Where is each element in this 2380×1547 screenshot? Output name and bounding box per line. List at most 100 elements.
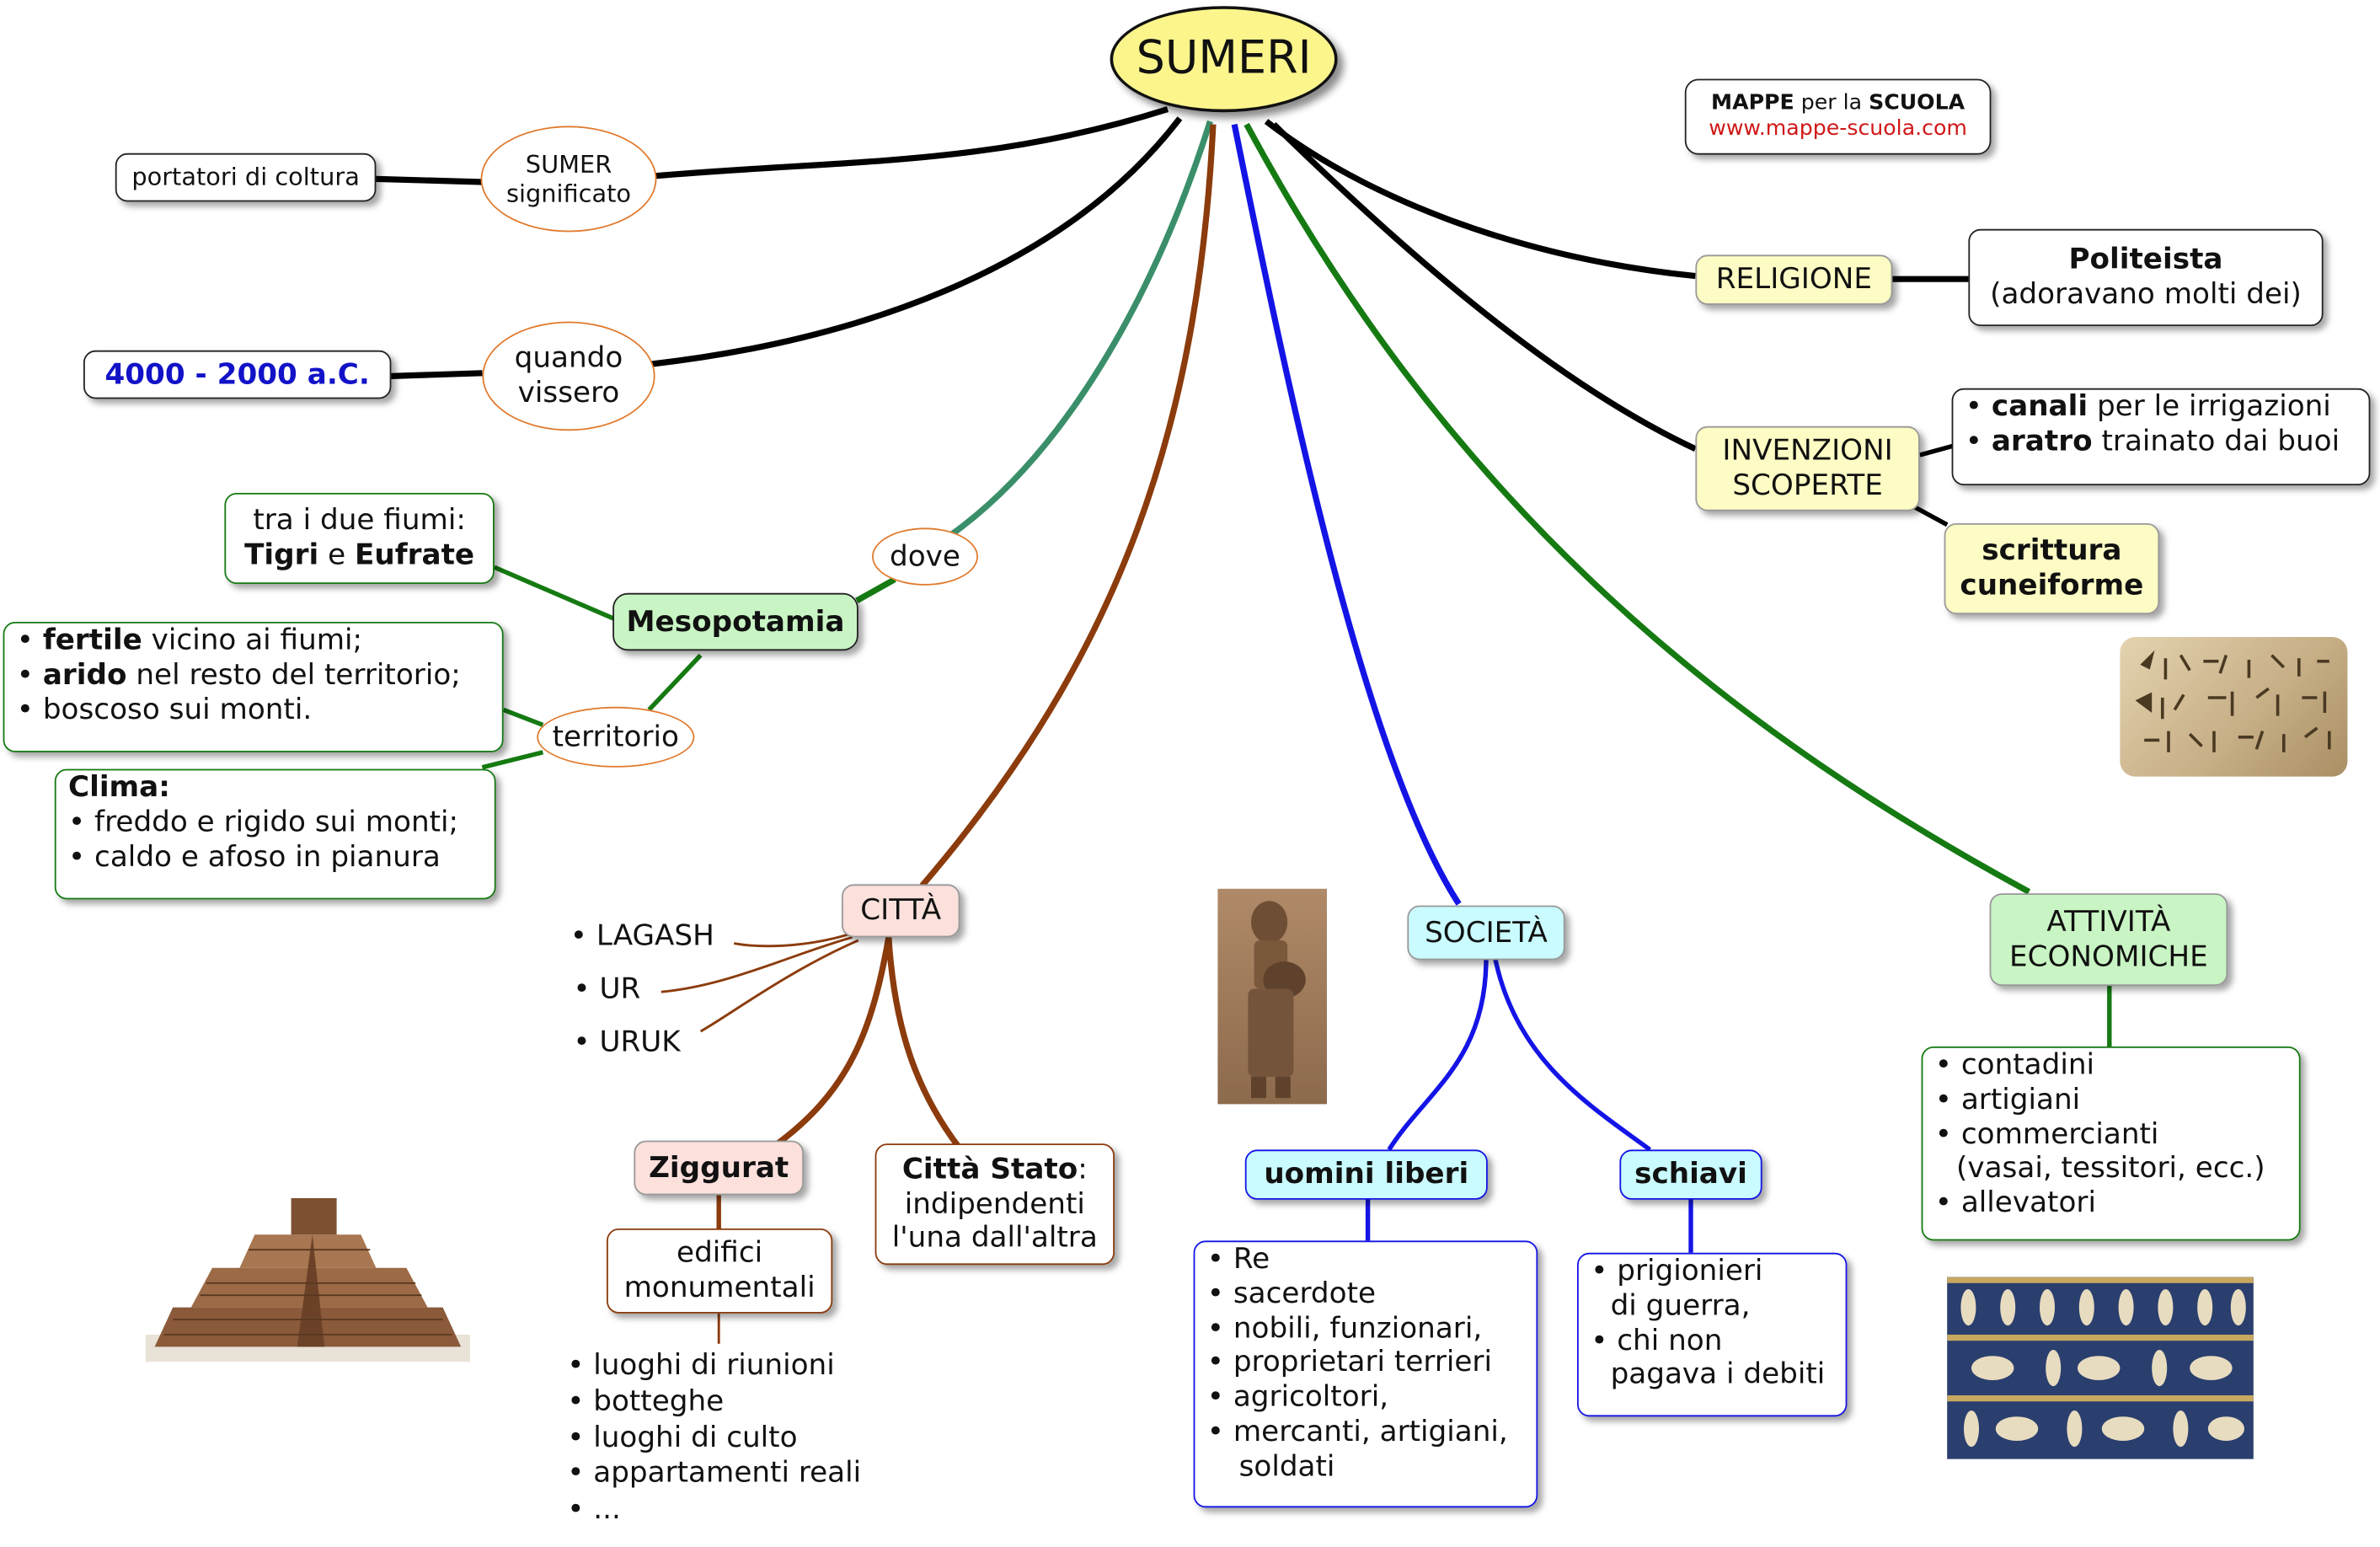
free-item-7: soldati — [1207, 1449, 1335, 1484]
edge-societa-schiavi — [1493, 958, 1652, 1152]
edge-citta-ur — [661, 936, 853, 993]
climate-item-2: • caldo e afoso in pianura — [68, 839, 441, 874]
citystate-colon: : — [1078, 1152, 1088, 1186]
inventions-box: • canali per le irrigazioni • aratro tra… — [1951, 388, 2371, 485]
mesopotamia-label: Mesopotamia — [626, 604, 845, 639]
slaves-box: • prigionieri di guerra, • chi non pagav… — [1577, 1252, 1848, 1417]
mesopotamia-node: Mesopotamia — [612, 592, 858, 651]
statue-image — [1217, 888, 1327, 1105]
sumer-label-2: significato — [505, 179, 632, 208]
territory-item-3-rest: boscoso sui monti. — [42, 692, 313, 726]
edge-quando-period — [391, 370, 483, 379]
sumer-label-1: SUMER — [525, 149, 612, 179]
edge-territorio-territory — [502, 707, 544, 727]
citystate-box: Città Stato: indipendenti l'una dall'alt… — [874, 1143, 1115, 1266]
ziggurat-use-3-text: luoghi di culto — [593, 1420, 798, 1454]
when-node: quando vissero — [482, 321, 655, 431]
ziggurat-use-2-text: botteghe — [593, 1384, 725, 1418]
slave-item-4: pagava i debiti — [1591, 1357, 1826, 1393]
free-item-7-text: soldati — [1238, 1449, 1335, 1484]
ziggurat-use-5: • ... — [567, 1492, 621, 1526]
invention-item-2: • aratro trainato dai buoi — [1965, 424, 2340, 458]
cuneiform-glyphs — [2135, 650, 2331, 752]
climate-item-1: • freddo e rigido sui monti; — [68, 805, 459, 839]
climate-item-2-text: caldo e afoso in pianura — [94, 839, 441, 874]
free-item-1: • Re — [1206, 1242, 1270, 1276]
edge-citta-lagash — [733, 933, 850, 948]
standard-of-ur-image — [1947, 1277, 2254, 1459]
ziggurat-use-3: • luoghi di culto — [567, 1420, 798, 1454]
free-item-3: • nobili, funzionari, — [1206, 1311, 1483, 1345]
brand-box: MAPPE per la SCUOLA www.mappe-scuola.com — [1684, 78, 1992, 155]
edge-sumer-meaning — [376, 175, 483, 185]
climate-box: Clima: • freddo e rigido sui monti; • ca… — [54, 768, 496, 900]
edge-sumeri-dove — [950, 120, 1213, 537]
invention-item-2-rest: trainato dai buoi — [2092, 424, 2340, 458]
economy-item-3-text: commercianti — [1960, 1116, 2159, 1151]
ziggurat-uses-list: • luoghi di riunioni • botteghe • luoghi… — [567, 1348, 861, 1528]
edge-invenzioni-items — [1919, 443, 1955, 458]
brand-url: www.mappe-scuola.com — [1709, 116, 1967, 142]
title-node: SUMERI — [1110, 6, 1338, 113]
edge-sumeri-religione — [1264, 119, 1696, 280]
invention-item-1: • canali per le irrigazioni — [1965, 389, 2331, 424]
city-node: CITTÀ — [842, 884, 960, 938]
economy-item-1: • contadini — [1934, 1047, 2095, 1082]
slave-item-1: • prigionieri — [1591, 1254, 1763, 1288]
when-label-2: vissero — [517, 376, 620, 410]
city-ur-text: UR — [599, 972, 641, 1005]
cities-list: • LAGASH • UR • URUK — [570, 919, 714, 1061]
sumer-node: SUMER significato — [480, 126, 657, 233]
slave-item-4-text: pagava i debiti — [1610, 1357, 1826, 1392]
brand-mappe: MAPPE — [1710, 91, 1794, 116]
rivers-box: tra i due fiumi: Tigri e Eufrate — [224, 493, 495, 584]
economy-label-1: ATTIVITÀ — [2046, 905, 2171, 939]
edge-citta-cittastato — [885, 937, 961, 1148]
sumer-meaning: portatori di coltura — [131, 163, 360, 192]
city-lagash: • LAGASH — [570, 918, 714, 953]
edge-mesopotamia-rivers — [493, 565, 616, 621]
territory-label: territorio — [552, 720, 679, 753]
ziggurat-label: Ziggurat — [649, 1150, 789, 1185]
city-lagash-text: LAGASH — [596, 918, 714, 953]
slave-item-2-text: di guerra, — [1610, 1288, 1751, 1323]
free-item-4: • proprietari terrieri — [1206, 1346, 1493, 1379]
period-text: 4000 - 2000 a.C. — [104, 357, 370, 391]
city-uruk: • URUK — [573, 1024, 681, 1058]
city-label: CITTÀ — [860, 893, 942, 927]
city-ur: • UR — [573, 972, 641, 1005]
religion-node: RELIGIONE — [1695, 254, 1893, 305]
territory-node: territorio — [537, 706, 695, 768]
writing-line-1: scrittura — [1982, 533, 2122, 568]
edge-sumeri-sumer — [655, 106, 1169, 179]
religion-label: RELIGIONE — [1715, 262, 1873, 297]
free-item-1-text: Re — [1233, 1242, 1270, 1276]
ziggurat-use-2: • botteghe — [567, 1384, 725, 1418]
invention-item-2-bold: aratro — [1991, 424, 2093, 458]
economy-item-4: (vasai, tessitori, ecc.) — [1935, 1152, 2265, 1186]
free-item-4-text: proprietari terrieri — [1233, 1346, 1493, 1379]
slaves-label: schiavi — [1634, 1157, 1747, 1191]
territory-item-1-rest: vicino ai fiumi; — [142, 623, 363, 657]
economy-item-3: • commercianti — [1934, 1116, 2159, 1151]
inventions-node: INVENZIONI SCOPERTE — [1695, 426, 1920, 511]
river-eufrate: Eufrate — [355, 538, 475, 572]
free-item-3-text: nobili, funzionari, — [1233, 1311, 1483, 1345]
economy-item-2-text: artigiani — [1960, 1082, 2081, 1116]
slave-item-1-text: prigionieri — [1617, 1254, 1763, 1288]
writing-line-2: cuneiforme — [1960, 569, 2144, 602]
edge-territorio-clima — [481, 750, 544, 770]
brand-per-la: per la — [1794, 91, 1869, 116]
where-node: dove — [872, 527, 978, 586]
society-label: SOCIETÀ — [1425, 915, 1548, 950]
territory-item-3: • boscoso sui monti. — [16, 692, 313, 726]
slave-item-3: • chi non — [1591, 1323, 1723, 1357]
edge-sumeri-quando — [651, 116, 1183, 367]
free-item-5-text: agricoltori, — [1233, 1380, 1389, 1414]
rivers-line2: Tigri e Eufrate — [244, 538, 474, 573]
edge-citta-uruk — [699, 939, 859, 1033]
religion-detail: (adoravano molti dei) — [1990, 277, 2302, 311]
title-text: SUMERI — [1136, 31, 1312, 85]
edge-mesopotamia-territorio — [647, 653, 703, 712]
